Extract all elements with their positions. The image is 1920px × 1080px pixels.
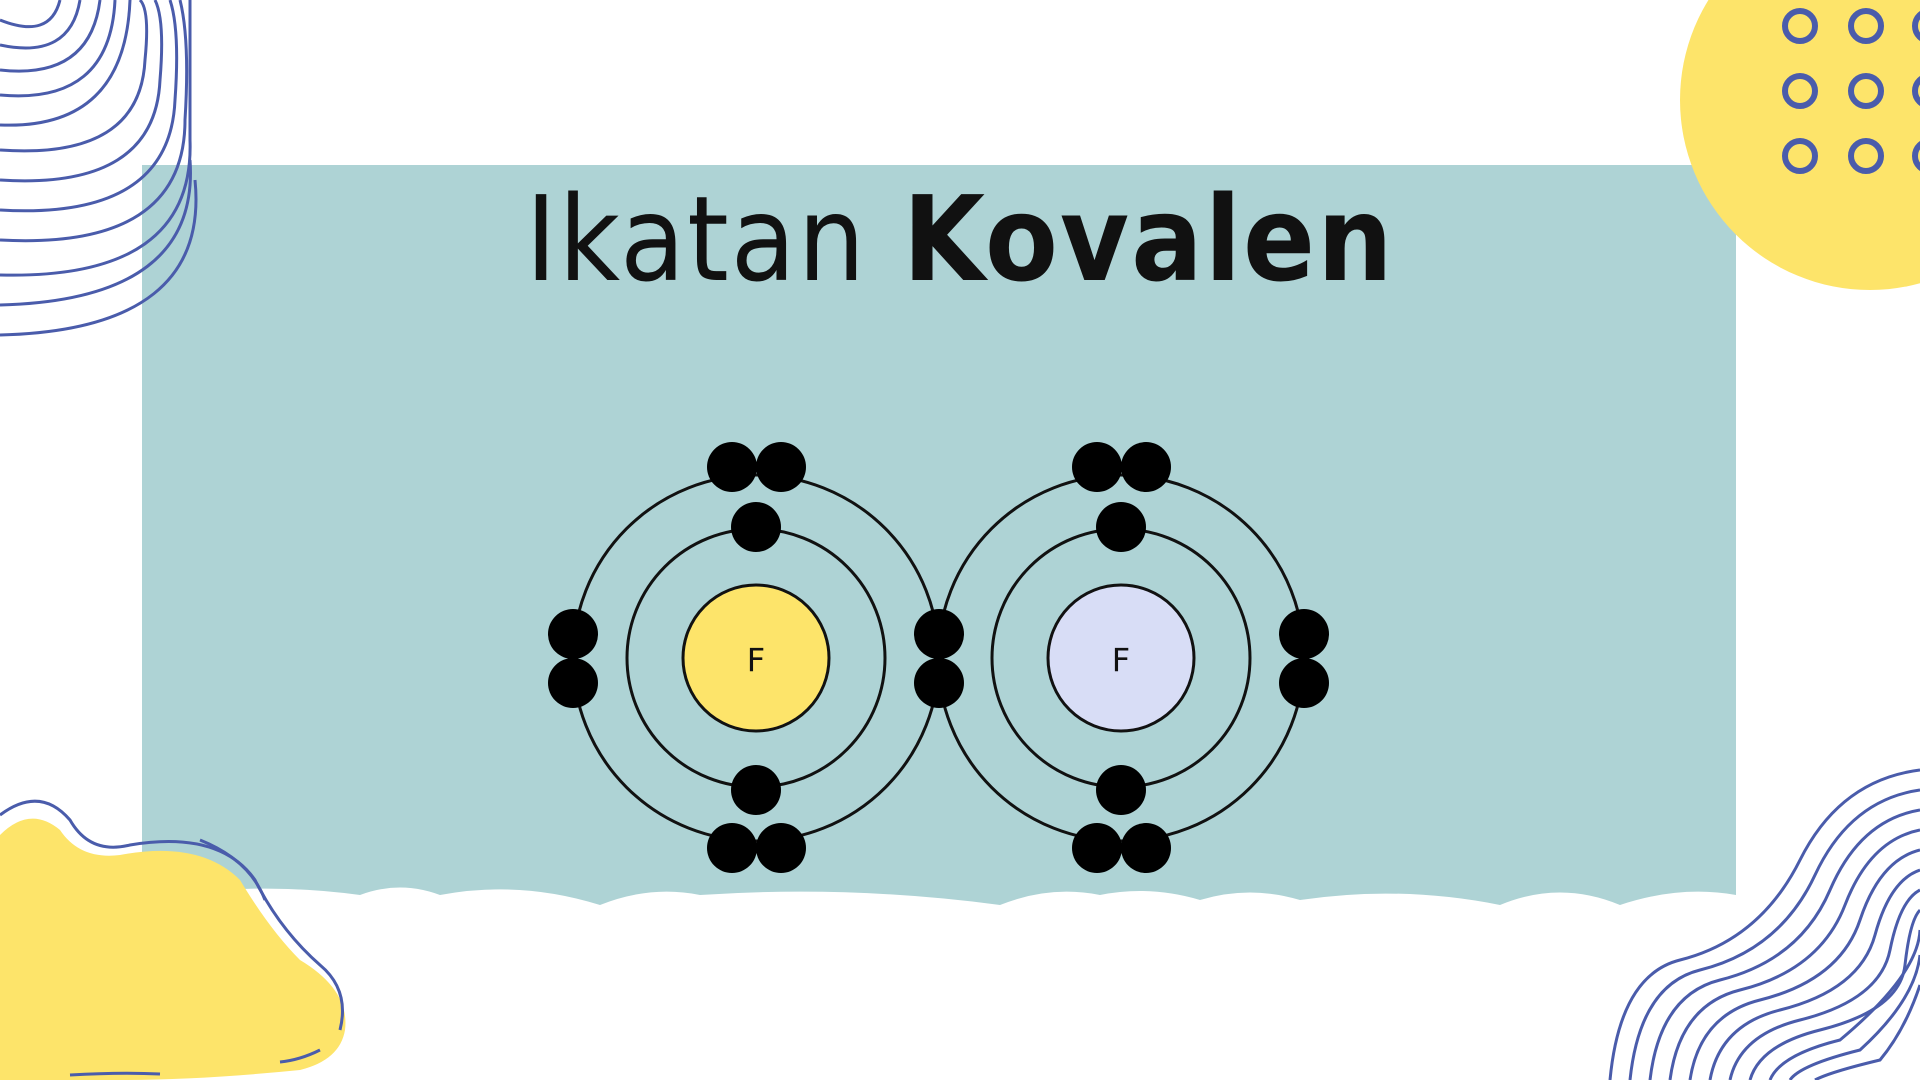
- electron: [1096, 765, 1146, 815]
- electron: [1279, 609, 1329, 659]
- wave-lines-bottom-right: [1608, 768, 1920, 1080]
- electron: [756, 823, 806, 873]
- electron: [1121, 442, 1171, 492]
- nucleus: [681, 583, 831, 733]
- content-panel: [142, 165, 1736, 925]
- bohr-diagram: F F: [548, 442, 1329, 873]
- electron: [548, 609, 598, 659]
- electron: [731, 765, 781, 815]
- yellow-blob-bottom-left: [0, 799, 346, 1080]
- electron: [1279, 658, 1329, 708]
- page-title: Ikatan Kovalen: [0, 170, 1920, 308]
- title-word-2: Kovalen: [902, 170, 1395, 308]
- nucleus: [1046, 583, 1196, 733]
- ring-dots-icon: [1782, 8, 1920, 174]
- electrons: [548, 442, 1329, 873]
- electron: [707, 823, 757, 873]
- electron: [1096, 502, 1146, 552]
- atom-symbol-right: F: [1112, 641, 1130, 679]
- electron: [1072, 823, 1122, 873]
- cloud-shape: [142, 887, 1736, 1080]
- electron-shared: [914, 609, 964, 659]
- electron: [731, 502, 781, 552]
- electron: [548, 658, 598, 708]
- electron: [1072, 442, 1122, 492]
- electron: [1121, 823, 1171, 873]
- wave-lines-top-left: [0, 0, 198, 337]
- title-word-1: Ikatan: [525, 170, 868, 308]
- electron: [756, 442, 806, 492]
- electron-shared: [914, 658, 964, 708]
- electron: [707, 442, 757, 492]
- yellow-circle-top-right: [1680, 0, 1920, 290]
- atom-symbol-left: F: [747, 641, 765, 679]
